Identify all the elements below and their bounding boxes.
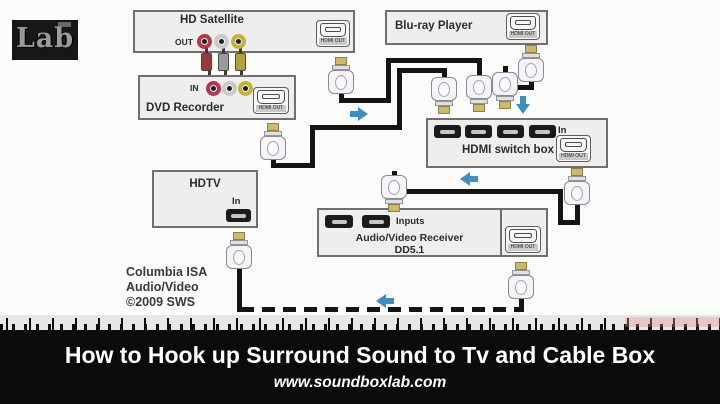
title-banner: How to Hook up Surround Sound to Tv and … xyxy=(0,330,720,404)
receiver-sub-label: DD5.1 xyxy=(394,244,425,256)
rca-jack-red-in xyxy=(206,81,221,96)
receiver-divider xyxy=(500,210,502,255)
cable-dvd xyxy=(310,125,402,130)
hdmi-plug-bluray xyxy=(518,45,544,82)
rca-cable-yellow xyxy=(239,48,242,56)
flow-arrow-down-icon xyxy=(516,104,530,114)
flow-arrow-left-icon xyxy=(385,298,394,304)
credit-line-3: ©2009 SWS xyxy=(126,295,195,309)
hdmi-port-glyph xyxy=(320,23,346,37)
receiver-input-port-1 xyxy=(325,215,353,228)
banner-title: How to Hook up Surround Sound to Tv and … xyxy=(64,342,656,368)
cable-sat xyxy=(339,92,344,103)
hdmi-port-glyph xyxy=(257,90,285,104)
rca-jack-yellow-out xyxy=(231,34,246,49)
satellite-hdmi-out-port: HDMI OUT xyxy=(316,20,350,47)
hdmi-out-port-label: HDMI OUT xyxy=(256,105,286,112)
blu-ray-hdmi-out-port: HDMI OUT xyxy=(506,13,540,40)
blu-ray-label: Blu-ray Player xyxy=(395,20,473,32)
cable-receiver-tv xyxy=(237,265,242,312)
cable-receiver-tv-dashed xyxy=(241,307,521,312)
hdmi-plug-dvd xyxy=(260,123,286,160)
hdmi-switch-label: HDMI switch box xyxy=(461,144,554,156)
switch-hdmi-out-port: HDMI OUT xyxy=(556,135,591,162)
cable-sat xyxy=(386,58,391,103)
hdmi-plug-switch-in2 xyxy=(466,75,492,112)
hdtv-input-port xyxy=(226,209,251,222)
out-label: OUT xyxy=(175,37,193,47)
hdmi-plug-switch-out xyxy=(564,168,590,205)
rca-jack-red-out xyxy=(197,34,212,49)
rca-jack-white-out xyxy=(214,34,229,49)
cable-bluray xyxy=(503,85,534,90)
cable-dvd xyxy=(271,163,315,168)
rca-barrel-red xyxy=(201,53,212,71)
hdmi-plug-satellite xyxy=(328,57,354,94)
flow-arrow-down-icon xyxy=(520,96,526,105)
hd-satellite-label: HD Satellite xyxy=(180,14,244,26)
flow-arrow-left-icon xyxy=(469,176,478,182)
in-label: IN xyxy=(190,83,199,93)
cable-dvd xyxy=(397,68,447,73)
cable-sat xyxy=(386,58,482,63)
cable-switch-receiver xyxy=(558,189,563,225)
flow-arrow-right-icon xyxy=(358,107,368,121)
receiver-input-port-2 xyxy=(362,215,390,228)
cable-dvd xyxy=(271,156,276,168)
cable-sat xyxy=(477,58,482,76)
cable-switch-receiver xyxy=(575,201,580,225)
credit-line-2: Audio/Video xyxy=(126,280,199,294)
cable-dvd xyxy=(442,68,447,79)
receiver-hdmi-out-port: HDMI OUT xyxy=(505,226,541,253)
switch-input-port-2 xyxy=(465,125,492,138)
waveform-edge xyxy=(0,318,720,330)
hdmi-plug-receiver-in xyxy=(381,175,407,212)
rca-jack-white-in xyxy=(222,81,237,96)
cable-switch-receiver xyxy=(558,220,580,225)
hdmi-out-port-label: HDMI OUT xyxy=(508,244,538,251)
dvd-recorder-label: DVD Recorder xyxy=(146,102,224,114)
flow-arrow-left-icon xyxy=(460,172,470,186)
cable-dvd xyxy=(310,125,315,168)
switch-input-port-4 xyxy=(529,125,556,138)
rca-cable-white xyxy=(222,48,225,56)
hdmi-plug-receiver-out xyxy=(508,262,534,299)
cable-bluray xyxy=(529,78,534,90)
banner-url: www.soundboxlab.com xyxy=(273,374,447,391)
credit-text: Columbia ISA Audio/Video ©2009 SWS xyxy=(126,265,207,310)
hdmi-out-port-label: HDMI OUT xyxy=(509,31,537,38)
flow-arrow-right-icon xyxy=(350,111,359,117)
hdmi-port-glyph xyxy=(509,229,537,243)
pink-artifact xyxy=(625,317,720,327)
rca-cable-red xyxy=(205,48,208,56)
hdtv-label: HDTV xyxy=(189,178,221,190)
credit-line-1: Columbia ISA xyxy=(126,265,208,279)
hdtv-box: HDTV In xyxy=(152,170,258,228)
hdtv-in-label: In xyxy=(232,196,241,207)
cable-switch-receiver xyxy=(392,189,563,194)
cable-sat xyxy=(339,98,391,103)
logo-tag-mark xyxy=(58,22,71,27)
switch-input-port-1 xyxy=(434,125,461,138)
hdmi-plug-switch-in1 xyxy=(431,77,457,114)
hdmi-port-glyph xyxy=(510,16,536,30)
hdmi-out-port-label: HDMI OUT xyxy=(559,153,588,160)
switch-input-port-3 xyxy=(497,125,524,138)
hdmi-out-port-label: HDMI OUT xyxy=(319,38,347,45)
cable-receiver-tv xyxy=(519,295,524,312)
switch-in-label: In xyxy=(558,125,567,136)
receiver-inputs-label: Inputs xyxy=(396,216,425,227)
rca-jack-yellow-in xyxy=(238,81,253,96)
rca-barrel-white xyxy=(218,53,229,71)
cable-dvd xyxy=(397,68,402,130)
flow-arrow-left-icon xyxy=(376,294,386,308)
dvd-hdmi-out-port: HDMI OUT xyxy=(253,87,289,114)
hdmi-plug-switch-in3 xyxy=(492,72,518,109)
hdmi-port-glyph xyxy=(560,138,587,152)
hdmi-plug-hdtv xyxy=(226,232,252,269)
rca-barrel-yellow xyxy=(235,53,246,71)
noise-strip xyxy=(0,315,720,330)
receiver-label: Audio/Video Receiver xyxy=(355,232,464,244)
